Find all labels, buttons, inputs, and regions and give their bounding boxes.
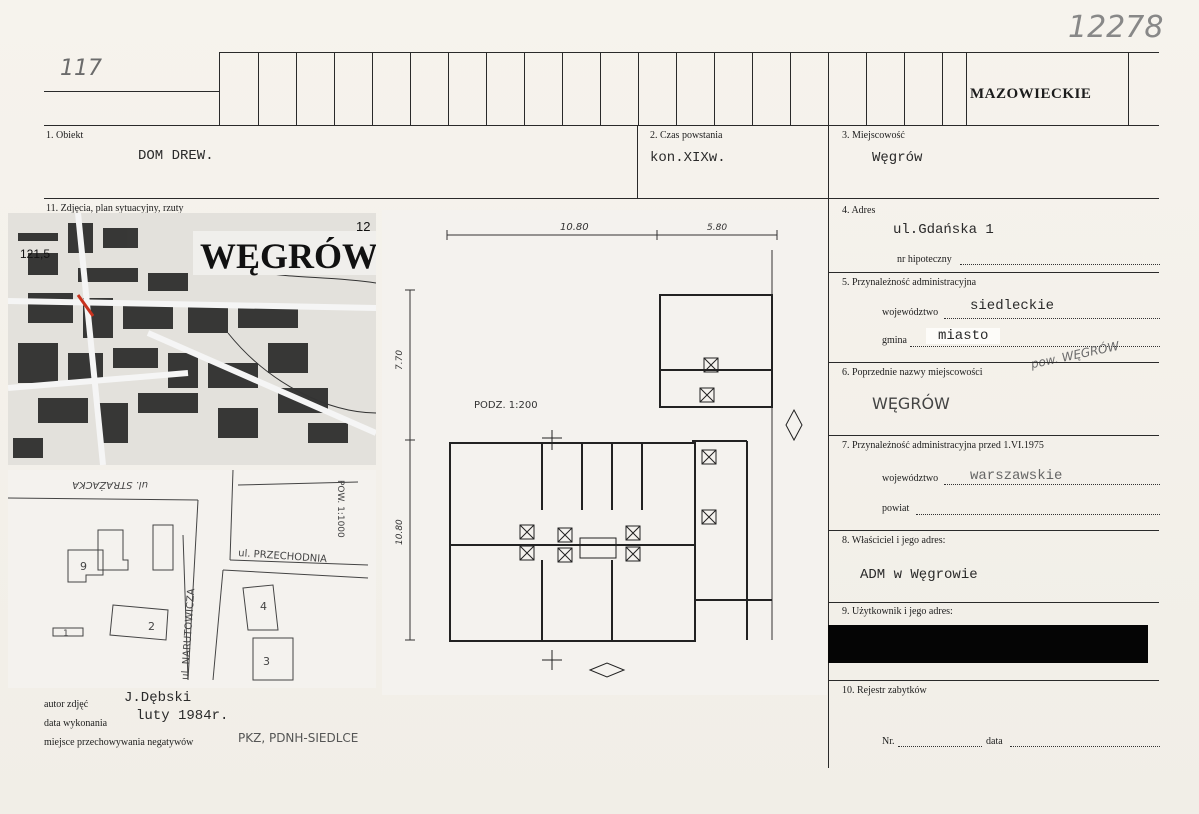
dim-left-upper: 7.70 [395,350,405,370]
gmina-value: miasto [926,328,1001,344]
wojewodztwo-1975-value: warszawskie [970,468,1063,484]
grid-line [448,52,449,125]
miejscowosc-value: Węgrów [872,150,923,166]
floor-plan: PODZ. 1:200 10.80 5.80 7.70 10.80 [382,210,827,695]
map-elevation: 121,5 [20,247,50,261]
grid-line [219,52,220,125]
grid-line [334,52,335,125]
czas-label: 2. Czas powstania [650,130,723,141]
wlasciciel-value: ADM w Węgrowie [860,567,978,583]
grid-line [828,52,829,125]
plot-number: 2 [148,620,155,633]
grid-line [486,52,487,125]
wojewodztwo-label: województwo [882,307,939,318]
site-street-vertical: ul. NARUTOWICZA [180,588,197,680]
uzytkownik-label: 9. Użytkownik i jego adres: [842,606,953,617]
map-photo: WĘGRÓW 121,5 12 [8,213,376,465]
grid-line [942,52,943,125]
site-street-right: ul. PRZECHODNIA [238,548,328,565]
grid-line [638,52,639,125]
rejestr-label: 10. Rejestr zabytków [842,685,927,696]
grid-line [296,52,297,125]
grid-line [258,52,259,125]
handwritten-number-left: 117 [60,56,102,81]
autor-value: J.Dębski [124,690,192,706]
dim-top-right: 5.80 [707,223,727,233]
adres-label: 4. Adres [842,205,876,216]
rejestr-nr-label: Nr. [882,736,895,747]
map-corner-number: 12 [356,219,370,234]
zdjecia-label: 11. Zdjęcia, plan sytuacyjny, rzuty [46,203,184,214]
wojewodztwo-value: siedleckie [970,298,1055,314]
dim-top-left: 10.80 [560,222,589,233]
grid-line [410,52,411,125]
wojewodztwo-1975-label: województwo [882,473,939,484]
obiekt-label: 1. Obiekt [46,130,84,141]
przynaleznosc-label: 5. Przynależność administracyjna [842,277,977,288]
obiekt-value: DOM DREW. [138,148,214,164]
redacted-block [828,625,1148,663]
plot-number: 9 [80,560,87,573]
scale-label: PODZ. 1:200 [474,400,538,411]
map-title: WĘGRÓW [200,236,376,276]
przed1975-label: 7. Przynależność administracyjna przed 1… [842,440,1044,451]
grid-line [676,52,677,125]
miejsce-label: miejsce przechowywania negatywów [44,737,194,748]
grid-line [562,52,563,125]
gmina-label: gmina [882,335,907,346]
adres-value: ul.Gdańska 1 [893,222,994,238]
grid-line [524,52,525,125]
przynaleznosc-note: pow. WĘGRÓW [1029,338,1121,372]
grid-line [966,52,967,125]
plot-number: 1 [63,629,69,639]
grid-line [752,52,753,125]
powiat-label: powiat [882,503,910,514]
site-street-right-vertical: POW. 1:1000 [335,480,345,538]
autor-label: autor zdjęć [44,699,89,710]
site-plan-drawing: ul. STRAŻACKA ul. PRZECHODNIA ul. NARUTO… [8,470,369,681]
grid-line [1128,52,1129,125]
poprzednie-value: WĘGRÓW [872,394,950,413]
plot-number: 4 [260,600,267,613]
map-drawing: WĘGRÓW 121,5 12 [8,213,376,465]
dim-left-lower: 10.80 [395,519,405,545]
data-wykonania-value: luty 1984r. [136,708,229,724]
grid-line [372,52,373,125]
czas-value: kon.XIXw. [650,150,726,166]
grid-line [600,52,601,125]
wlasciciel-label: 8. Właściciel i jego adres: [842,535,946,546]
voivodeship-stamp: MAZOWIECKIE [970,86,1092,102]
grid-line [866,52,867,125]
plot-number: 3 [263,655,270,668]
grid-line [904,52,905,125]
data-wykonania-label: data wykonania [44,718,108,729]
site-street-top: ul. STRAŻACKA [72,479,148,492]
grid-line [714,52,715,125]
rejestr-data-label: data [986,736,1003,747]
floor-plan-drawing: PODZ. 1:200 10.80 5.80 7.70 10.80 [395,222,803,678]
miejsce-value: PKZ, PDNH-SIEDLCE [238,731,359,745]
nr-hipoteczny-label: nr hipoteczny [897,254,952,265]
site-plan: ul. STRAŻACKA ul. PRZECHODNIA ul. NARUTO… [8,470,376,688]
miejscowosc-label: 3. Miejscowość [842,130,905,141]
poprzednie-label: 6. Poprzednie nazwy miejscowości [842,367,983,378]
grid-line [790,52,791,125]
handwritten-number-right: 12278 [1068,10,1164,45]
